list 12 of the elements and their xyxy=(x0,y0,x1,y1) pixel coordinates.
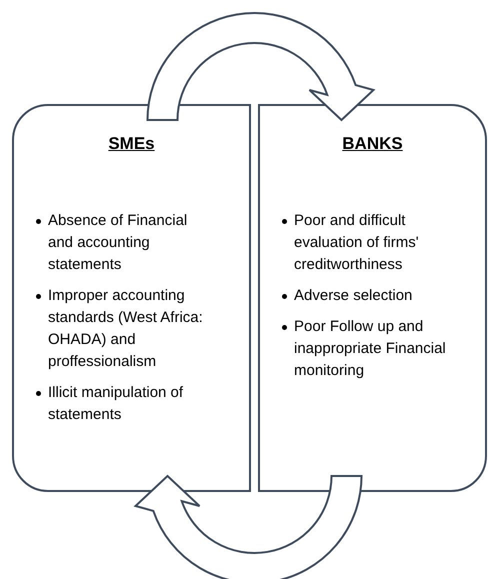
panel-heading: BANKS xyxy=(341,134,404,154)
curved-block-arrow xyxy=(146,12,374,121)
rounded-panel xyxy=(12,104,251,492)
rounded-panel xyxy=(258,104,487,492)
bullet-item: Absence of Financial and accounting statements xyxy=(48,211,188,275)
bullet-item: Adverse selection xyxy=(294,286,414,306)
bullet-item: Improper accounting standards (West Africa: OHADA) and proffessionalism xyxy=(48,286,204,372)
curved-block-arrow xyxy=(134,475,362,579)
panel-heading: SMEs xyxy=(107,134,156,154)
bullet-item: Illicit manipulation of statements xyxy=(48,383,184,425)
bullet-item: Poor and difficult evaluation of firms' creditworthiness xyxy=(294,211,420,275)
bullet-item: Poor Follow up and inappropriate Financial monitoring xyxy=(294,317,447,381)
